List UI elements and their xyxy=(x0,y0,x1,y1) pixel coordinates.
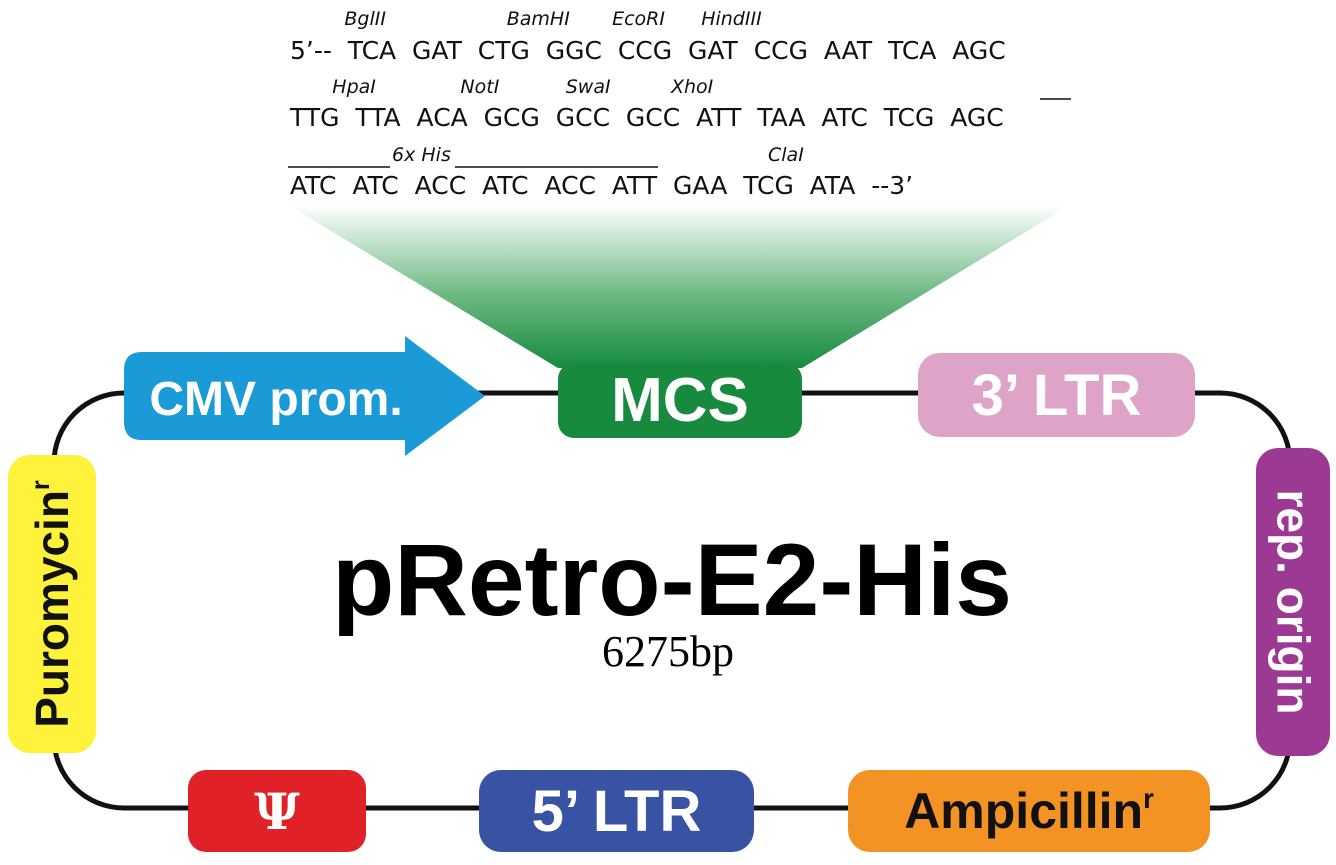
puromycin-box: Puromycinr xyxy=(8,455,96,753)
puromycin-resistance-mark: r xyxy=(27,480,56,491)
ampicillin-name: Ampicillin xyxy=(904,783,1144,839)
ampicillin-box: Ampicillinr xyxy=(848,770,1210,852)
plasmid-size: 6275bp xyxy=(602,627,734,676)
cmv-promoter-arrow xyxy=(124,336,485,456)
ltr3-box: 3’ LTR xyxy=(918,353,1195,437)
plasmid-name: pRetro-E2-His xyxy=(331,523,1013,637)
cmv-promoter-label: CMV prom. xyxy=(149,372,403,426)
mcs-zoom-funnel xyxy=(288,205,1070,368)
sequence-line3: ATC ATC ACC ATC ACC ATT GAA TCG ATA --3’ xyxy=(290,171,914,200)
mcs-box: MCS xyxy=(558,363,802,438)
ampicillin-resistance-mark: r xyxy=(1143,782,1154,814)
ltr5-label: 5’ LTR xyxy=(531,778,702,844)
enzyme-labels-line1: BglII BamHI EcoRI HindIII xyxy=(290,8,762,30)
sequence-line2: TTG TTA ACA GCG GCC GCC ATT TAA ATC TCG … xyxy=(290,103,1004,132)
enzyme-label-clai: ClaI xyxy=(768,144,804,166)
mcs-label: MCS xyxy=(611,366,749,435)
ltr3-label: 3’ LTR xyxy=(971,362,1142,428)
his-tag-label: 6x His xyxy=(392,144,451,166)
psi-label: Ψ xyxy=(254,781,300,841)
ampicillin-label: Ampicillinr xyxy=(904,782,1154,840)
rep-origin-box: rep. origin xyxy=(1256,448,1330,756)
sequence-line1: 5’-- TCA GAT CTG GGC CCG GAT CCG AAT TCA… xyxy=(290,36,1006,65)
ltr5-box: 5’ LTR xyxy=(479,770,754,852)
enzyme-labels-line2: HpaI NotI SwaI XhoI xyxy=(290,76,714,98)
psi-box: Ψ xyxy=(188,770,366,852)
